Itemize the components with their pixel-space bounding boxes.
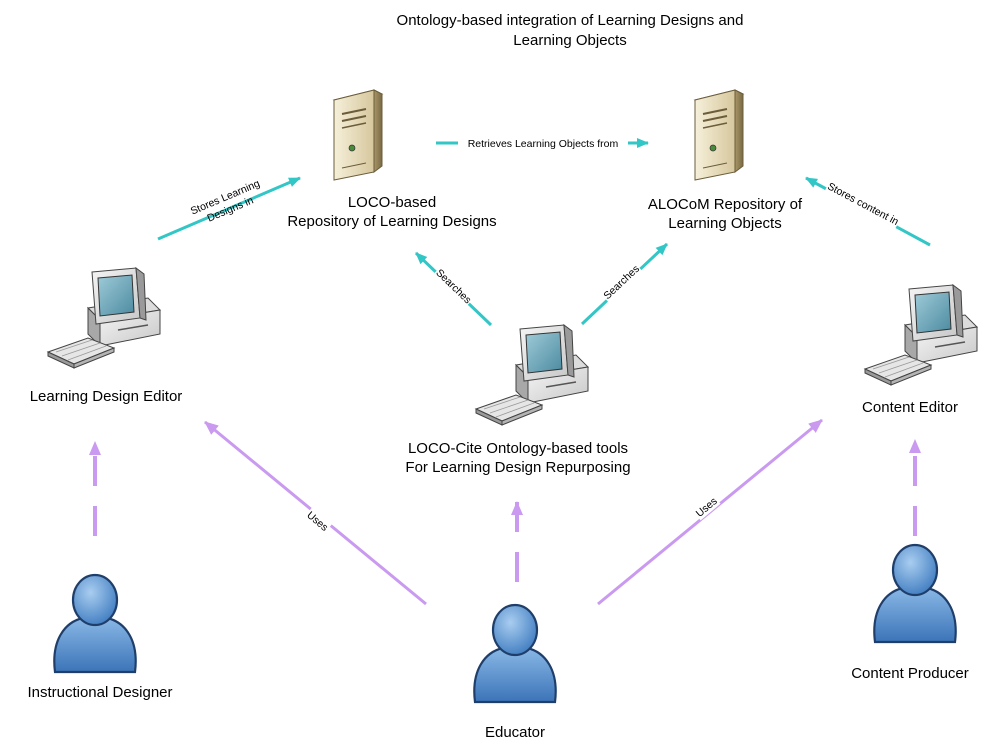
edge-searches-right-label-group: Searches <box>599 261 643 303</box>
loco-repository-label: LOCO-based Repository of Learning Design… <box>262 193 522 231</box>
educator-label: Educator <box>455 723 575 742</box>
edge-searches-left-label: Searches <box>433 267 473 306</box>
edge-label-bg <box>599 261 643 303</box>
user-icon <box>53 573 137 674</box>
content-producer-label: Content Producer <box>835 664 985 683</box>
user-icon <box>873 543 957 644</box>
learning-design-editor-line1: Learning Design Editor <box>29 388 183 405</box>
edge-stores-content-label: Stores content in <box>825 180 900 228</box>
diagram-title: Ontology-based integration of Learning D… <box>330 11 810 51</box>
instructional-designer-label: Instructional Designer <box>0 683 200 702</box>
loco-cite-tools-label: LOCO-Cite Ontology-based tools For Learn… <box>378 439 658 477</box>
content-editor-label: Content Editor <box>840 398 980 417</box>
edge-retrieves-label: Retrieves Learning Objects from <box>468 138 619 150</box>
loco-cite-tools-line1: LOCO-Cite Ontology-based tools <box>407 440 629 457</box>
edge-label-bg <box>458 135 628 151</box>
alocom-repository-line1: ALOCoM Repository of <box>647 196 803 213</box>
edge-searches-right-label: Searches <box>601 263 642 302</box>
edge-stores-designs <box>157 176 301 241</box>
diagram-title-line2: Learning Objects <box>513 32 627 49</box>
learning-design-editor-label: Learning Design Editor <box>0 387 212 406</box>
alocom-repository-label: ALOCoM Repository of Learning Objects <box>620 195 830 233</box>
diagram-title-line1: Ontology-based integration of Learning D… <box>396 12 744 29</box>
loco-repository-line1: LOCO-based <box>347 194 437 211</box>
user-icon <box>473 603 557 704</box>
edge-label-bg <box>432 264 476 307</box>
server-icon <box>332 89 384 181</box>
loco-cite-tools-line2: For Learning Design Repurposing <box>405 459 631 476</box>
edge-label-bg <box>824 178 903 229</box>
alocom-repository-line2: Learning Objects <box>668 215 782 232</box>
edge-label-bg <box>691 492 721 521</box>
instructional-designer-line1: Instructional Designer <box>27 684 173 701</box>
computer-icon <box>46 266 162 369</box>
content-editor-line1: Content Editor <box>862 399 958 416</box>
edge-uses-left-label-group: Uses <box>303 506 333 535</box>
content-producer-line1: Content Producer <box>851 665 969 682</box>
edge-searches-left-label-group: Searches <box>432 264 476 307</box>
edge-label-bg <box>303 506 333 535</box>
computer-icon <box>474 323 590 426</box>
educator-line1: Educator <box>484 724 546 741</box>
edge-stores-content-label-group: Stores content in <box>824 178 903 229</box>
server-icon <box>693 89 745 181</box>
loco-repository-line2: Repository of Learning Designs <box>287 213 497 230</box>
computer-icon <box>863 283 979 386</box>
